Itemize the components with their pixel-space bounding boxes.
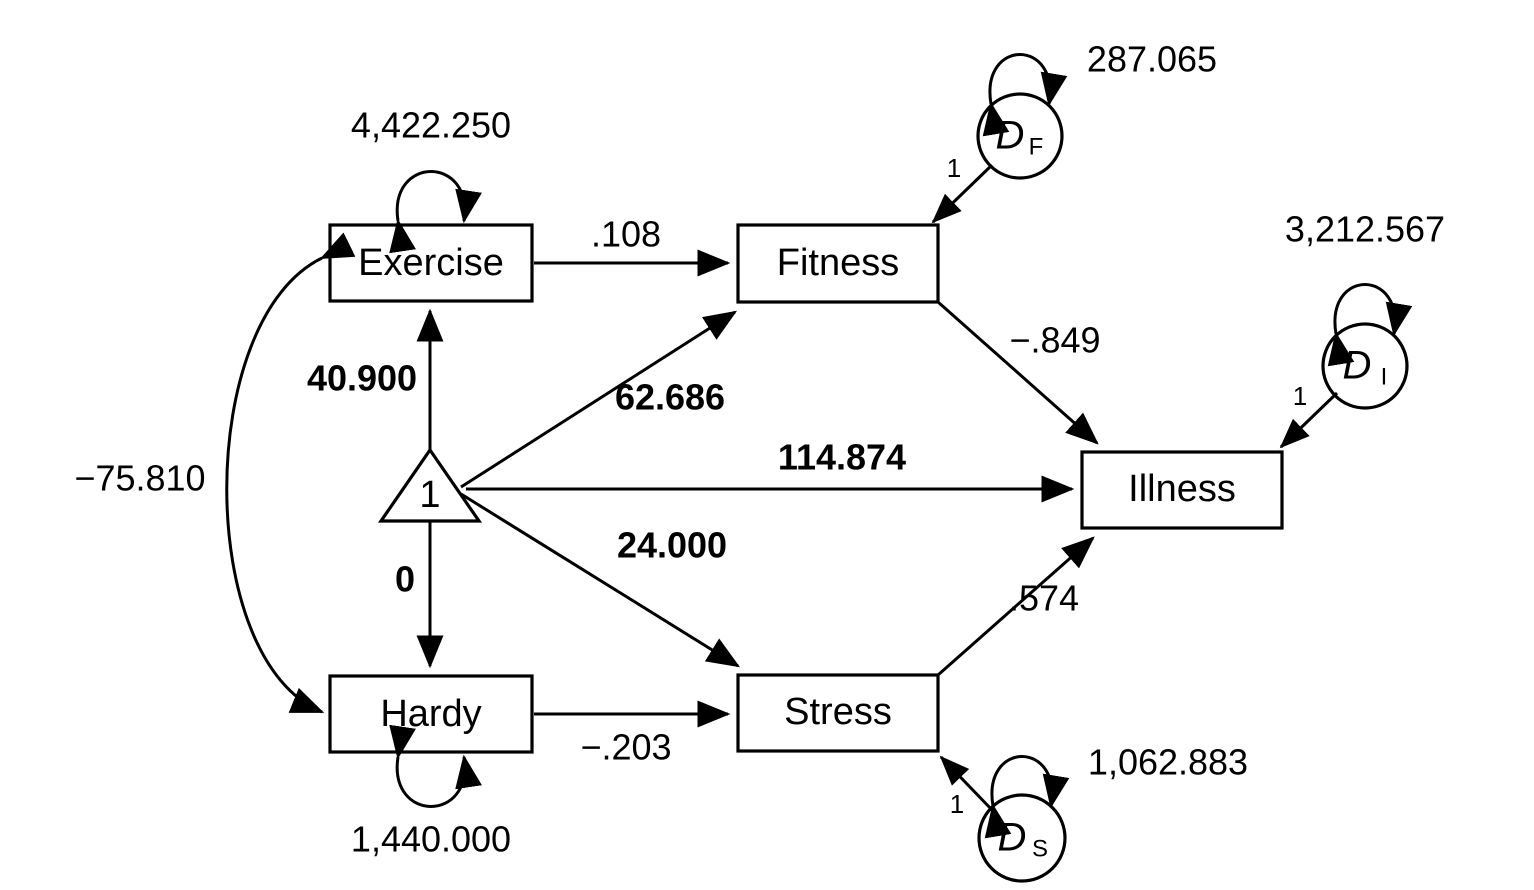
node-illness[interactable] (1080, 450, 1284, 530)
path-label-constant-to-exercise: 40.900 (307, 358, 417, 399)
variance-loop-hardy (389, 724, 482, 808)
path-label-exercise-to-fitness: .108 (591, 214, 661, 255)
variance-loop-exercise (389, 170, 482, 254)
node-disturbance-illness-subscript: I (1381, 363, 1388, 390)
path-label-constant-to-stress: 24.000 (617, 525, 727, 566)
covariance-exercise-hardy (225, 232, 356, 714)
path-label-constant-to-illness: 114.874 (778, 437, 906, 478)
variance-label-disturbance-fitness: 287.065 (1087, 39, 1217, 80)
path-label-constant-to-hardy: 0 (395, 559, 415, 600)
node-disturbance-stress-subscript: S (1032, 835, 1048, 862)
variance-loop-disturbance-illness (1327, 283, 1413, 367)
path-fitness-to-illness (937, 300, 1099, 445)
node-hardy-label: Hardy (380, 693, 481, 735)
variance-label-exercise: 4,422.250 (351, 105, 511, 146)
variance-label-disturbance-stress: 1,062.883 (1088, 742, 1248, 783)
path-label-fitness-to-illness: −.849 (1009, 320, 1100, 361)
node-disturbance-fitness-subscript: F (1029, 133, 1044, 160)
node-illness-label: Illness (1128, 468, 1236, 510)
path-disturbance-stress-to-stress (939, 755, 996, 814)
variance-label-disturbance-illness: 3,212.567 (1285, 209, 1445, 250)
node-fitness-label: Fitness (777, 242, 899, 284)
variance-loop-disturbance-fitness (982, 53, 1068, 137)
path-label-hardy-to-stress: −.203 (580, 727, 671, 768)
node-exercise-label: Exercise (358, 242, 504, 284)
path-stress-to-illness (937, 536, 1095, 677)
loading-label-disturbance-fitness: 1 (947, 153, 961, 183)
path-label-stress-to-illness: .574 (1009, 578, 1079, 619)
loading-label-disturbance-stress: 1 (950, 789, 964, 819)
node-disturbance-stress-label: D (998, 816, 1027, 860)
node-constant-label: 1 (419, 474, 440, 516)
node-stress-label: Stress (784, 691, 892, 733)
variance-loop-disturbance-stress (984, 755, 1070, 839)
node-disturbance-fitness-label: D (996, 114, 1025, 158)
node-disturbance-illness-label: D (1343, 344, 1372, 388)
node-stress[interactable] (736, 673, 940, 753)
path-disturbance-illness-to-illness (1279, 391, 1339, 449)
node-fitness[interactable] (736, 223, 940, 304)
path-label-constant-to-fitness: 62.686 (615, 377, 725, 418)
covariance-label-exercise-hardy: −75.810 (74, 458, 205, 499)
path-constant-to-fitness (460, 310, 738, 489)
variance-label-hardy: 1,440.000 (351, 819, 511, 860)
path-disturbance-fitness-to-fitness (931, 163, 994, 224)
loading-label-disturbance-illness: 1 (1293, 381, 1307, 411)
path-constant-to-stress (460, 492, 741, 668)
